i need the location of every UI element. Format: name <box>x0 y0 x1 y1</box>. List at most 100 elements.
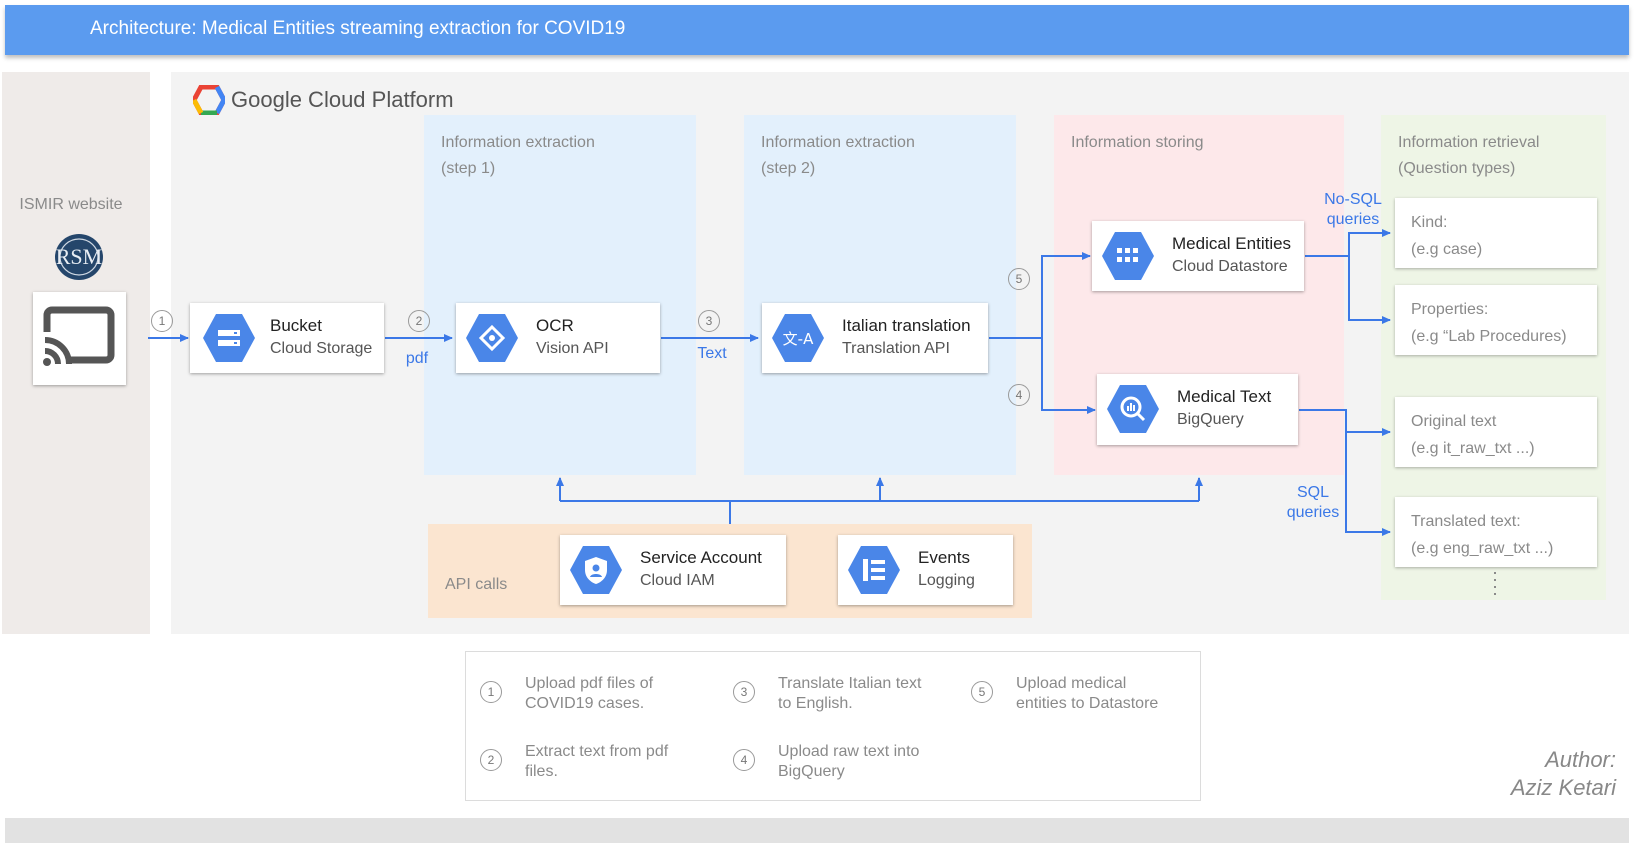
arrow-translation-to-datastore <box>989 252 1091 339</box>
edge-label-text: Text <box>697 345 727 362</box>
node-translation-title: Italian translation <box>842 316 971 335</box>
node-datastore[interactable]: Medical Entities Cloud Datastore <box>1092 221 1304 291</box>
author-label: Author: <box>1545 747 1616 772</box>
retrieval-card-kind: Kind: (e.g case) <box>1395 198 1597 268</box>
legend-item-4-line2: BigQuery <box>778 763 845 780</box>
arrow-bigquery-to-original <box>1299 409 1391 436</box>
retrieval-card-translated-text: Translated text: (e.g eng_raw_txt ...) <box>1395 497 1597 567</box>
legend-num-4: 4 <box>733 749 755 771</box>
legend-item-1: Upload pdf files of COVID19 cases. <box>525 674 735 714</box>
title-bar: Architecture: Medical Entities streaming… <box>5 5 1629 55</box>
edge-label-nosql-line1: No-SQL <box>1324 191 1382 208</box>
node-logging[interactable]: Events Logging <box>838 535 1013 605</box>
retrieval-card-line1: Original text <box>1411 413 1497 430</box>
author-name: Aziz Ketari <box>1510 775 1616 800</box>
zone-extraction-step1: Information extraction (step 1) <box>424 115 696 475</box>
translation-api-icon: 文-A <box>772 314 824 362</box>
step-marker-2: 2 <box>408 310 430 332</box>
gcp-logo-text: Google Cloud Platform <box>231 87 454 112</box>
legend-item-2-line2: files. <box>525 763 558 780</box>
zone-retrieval-line1: Information retrieval <box>1398 134 1540 151</box>
arrow-datastore-to-kind <box>1305 229 1391 257</box>
retrieval-card-line1: Properties: <box>1411 301 1489 318</box>
legend-item-4: Upload raw text into BigQuery <box>778 742 988 782</box>
datastore-icon <box>1102 232 1154 280</box>
zone-extraction1-line2: (step 1) <box>441 160 496 177</box>
legend-num-3: 3 <box>733 681 755 703</box>
legend-item-2-line1: Extract text from pdf <box>525 743 669 760</box>
edge-label-sql: SQL queries <box>1278 483 1348 523</box>
gcp-logo-icon <box>193 85 225 115</box>
node-datastore-title: Medical Entities <box>1172 234 1292 253</box>
zone-extraction2-line2: (step 2) <box>761 160 816 177</box>
zone-extraction1-line1: Information extraction <box>441 134 595 151</box>
edge-label-sql-line1: SQL <box>1296 484 1329 501</box>
node-iam[interactable]: Service Account Cloud IAM <box>560 535 786 605</box>
node-bucket[interactable]: Bucket Cloud Storage <box>190 303 384 373</box>
node-bigquery-title: Medical Text <box>1177 387 1272 406</box>
zone-retrieval-line2: (Question types) <box>1398 160 1516 177</box>
legend-num-2: 2 <box>480 749 502 771</box>
node-logging-title: Events <box>918 548 970 567</box>
step-marker-3: 3 <box>698 310 720 332</box>
ismir-label: ISMIR website <box>19 196 123 213</box>
retrieval-card-properties: Properties: (e.g “Lab Procedures) <box>1395 285 1597 355</box>
node-translation-subtitle: Translation API <box>842 340 950 357</box>
author-credit: Author: Aziz Ketari <box>1511 746 1616 802</box>
legend-item-5-line2: entities to Datastore <box>1016 695 1159 712</box>
retrieval-card-line1: Kind: <box>1411 214 1448 231</box>
cloud-iam-icon <box>570 546 622 594</box>
retrieval-card-line1: Translated text: <box>1411 513 1521 530</box>
bottom-bar <box>5 818 1629 843</box>
node-ocr-title: OCR <box>536 316 574 335</box>
diagram-title: Architecture: Medical Entities streaming… <box>90 18 626 39</box>
ismir-device-card <box>33 292 126 385</box>
arrow-bigquery-to-translated <box>1345 432 1391 536</box>
legend-num-1: 1 <box>480 681 502 703</box>
legend: 1 Upload pdf files of COVID19 cases. 2 E… <box>465 651 1201 801</box>
step-marker-4: 4 <box>1008 384 1030 406</box>
edge-label-nosql-line2: queries <box>1326 211 1380 228</box>
retrieval-card-line2: (e.g case) <box>1411 241 1483 258</box>
legend-item-4-line1: Upload raw text into <box>778 743 920 760</box>
logging-icon <box>848 546 900 594</box>
node-iam-title: Service Account <box>640 548 762 567</box>
node-iam-subtitle: Cloud IAM <box>640 572 715 589</box>
vision-api-icon <box>466 314 518 362</box>
svg-text:RSM: RSM <box>56 244 102 269</box>
node-bigquery-subtitle: BigQuery <box>1177 411 1244 428</box>
node-bucket-subtitle: Cloud Storage <box>270 340 373 357</box>
node-logging-subtitle: Logging <box>918 572 975 589</box>
retrieval-card-line2: (e.g eng_raw_txt ...) <box>1411 540 1554 557</box>
step-marker-1: 1 <box>151 310 173 332</box>
legend-item-1-line2: COVID19 cases. <box>525 695 645 712</box>
zone-extraction2-line1: Information extraction <box>761 134 915 151</box>
node-bigquery[interactable]: Medical Text BigQuery <box>1097 374 1298 445</box>
legend-num-5: 5 <box>971 681 993 703</box>
bigquery-icon <box>1107 385 1159 433</box>
node-translation[interactable]: 文-A Italian translation Translation API <box>762 303 988 373</box>
cloud-storage-icon <box>203 314 255 362</box>
node-ocr-subtitle: Vision API <box>536 340 609 357</box>
arrow-translation-to-bigquery <box>1041 338 1096 414</box>
cast-icon <box>42 306 115 368</box>
node-bucket-title: Bucket <box>270 316 322 335</box>
edge-label-pdf: pdf <box>405 350 429 367</box>
retrieval-card-line2: (e.g it_raw_txt ...) <box>1411 440 1535 457</box>
rism-logo: RSM <box>55 234 103 280</box>
retrieval-card-original-text: Original text (e.g it_raw_txt ...) <box>1395 397 1597 467</box>
legend-item-3-line2: to English. <box>778 695 853 712</box>
zone-storing-line1: Information storing <box>1071 134 1204 151</box>
node-datastore-subtitle: Cloud Datastore <box>1172 258 1288 275</box>
legend-item-5-line1: Upload medical <box>1016 675 1127 692</box>
zone-api-calls-label: API calls <box>445 576 508 593</box>
legend-item-3-line1: Translate Italian text <box>778 675 922 692</box>
step-marker-5: 5 <box>1008 268 1030 290</box>
edge-label-sql-line2: queries <box>1286 504 1340 521</box>
retrieval-card-line2: (e.g “Lab Procedures) <box>1411 328 1567 345</box>
node-ocr[interactable]: OCR Vision API <box>456 303 660 373</box>
edge-label-nosql: No-SQL queries <box>1318 190 1388 230</box>
legend-item-3: Translate Italian text to English. <box>778 674 988 714</box>
zone-extraction-step2: Information extraction (step 2) <box>744 115 1016 475</box>
